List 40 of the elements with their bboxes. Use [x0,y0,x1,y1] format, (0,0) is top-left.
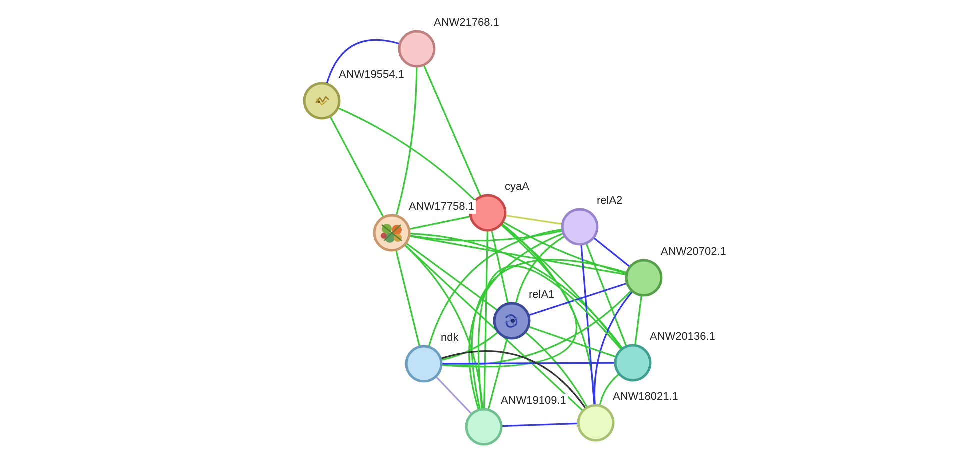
interaction-line [326,39,400,84]
interaction-line [330,116,384,218]
interaction-line [594,238,630,268]
interaction-line [338,108,476,201]
interaction-line [410,230,562,242]
interaction-line [526,332,588,408]
interaction-line [488,338,508,410]
interaction-line [580,245,596,405]
interaction-line [436,376,472,414]
interaction-line [442,290,632,366]
interaction-line [442,350,586,408]
interaction-line [529,282,627,316]
interaction-line [506,215,562,225]
interaction-line [404,245,584,411]
protein-label: ANW17758.1 [407,200,476,214]
interaction-line [428,229,562,346]
interaction-line [468,233,564,410]
interaction-line [484,231,488,409]
interaction-line [396,250,420,346]
interaction-line [442,332,498,361]
interaction-line [634,296,642,345]
interaction-line [442,362,614,365]
interaction-line [442,224,578,368]
interaction-line [410,236,626,276]
interaction-line [504,222,626,274]
interaction-line [594,292,633,405]
interaction-line [599,374,620,406]
interaction-line [491,230,509,304]
interaction-line [410,233,623,348]
interaction-line [502,224,622,349]
interaction-line [502,224,596,405]
interaction-line [396,67,418,216]
interaction-line [529,326,616,358]
interaction-line [586,244,628,346]
interaction-line [410,216,470,230]
interaction-line [502,422,578,428]
interaction-line [424,66,482,196]
protein-label: cyaA [503,180,532,194]
interaction-line [406,243,498,311]
interaction-line [516,236,565,304]
